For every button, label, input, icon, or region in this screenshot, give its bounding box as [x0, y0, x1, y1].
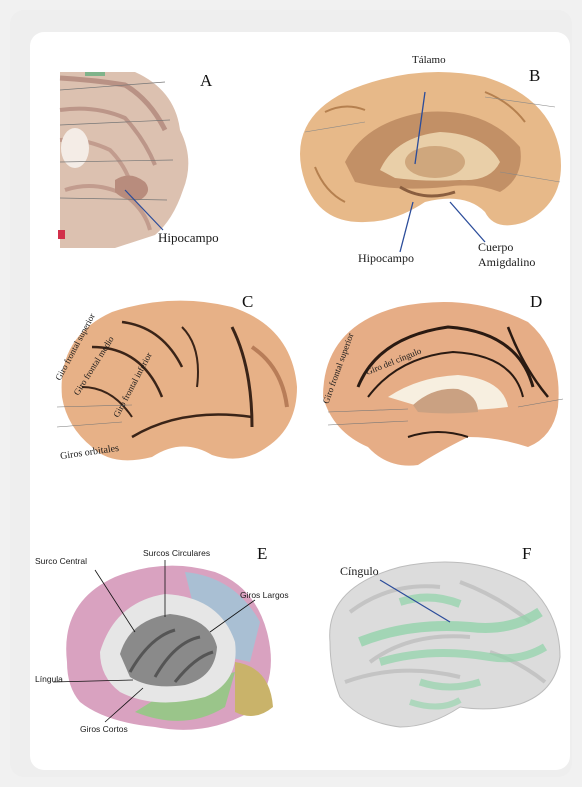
panel-f: F Cíngulo — [310, 542, 565, 747]
panel-a: A Hipocampo — [55, 70, 295, 260]
panel-e-insula-diagram — [35, 542, 290, 747]
panel-b-letter: B — [529, 66, 540, 86]
panel-c-letter: C — [242, 292, 253, 312]
panel-d-letter: D — [530, 292, 542, 312]
label-talamo: Tálamo — [412, 54, 446, 66]
label-amigdalino: Amigdalino — [478, 255, 535, 270]
panel-b: B Tálamo Hipocampo Cuerpo Amigdalino — [285, 52, 570, 277]
panel-f-letter: F — [522, 544, 531, 564]
label-surcos-circulares: Surcos Circulares — [143, 548, 210, 558]
label-surco-central: Surco Central — [35, 556, 87, 566]
label-lingula: Língula — [35, 674, 63, 684]
panel-a-letter: A — [200, 71, 212, 91]
figure-card: A Hipocampo B Tálamo Hipocampo Cuerpo Am… — [30, 32, 570, 770]
panel-d-medial-brain — [318, 287, 563, 472]
panel-d: D Giro frontal superior Giro del cíngulo — [318, 287, 563, 472]
label-cuerpo: Cuerpo — [478, 240, 513, 255]
panel-b-medial-brain — [285, 52, 570, 277]
label-giros-cortos: Giros Cortos — [80, 724, 128, 734]
panel-c: C Giro frontal superior Giro frontal med… — [52, 287, 302, 472]
panel-e-letter: E — [257, 544, 267, 564]
label-cingulo: Cíngulo — [340, 564, 379, 579]
label-hipocampo-a: Hipocampo — [158, 230, 219, 246]
panel-e: E Surco Central Surcos Circulares Giros … — [35, 542, 290, 747]
label-hipocampo-b: Hipocampo — [358, 251, 414, 266]
label-giros-largos: Giros Largos — [240, 590, 289, 600]
